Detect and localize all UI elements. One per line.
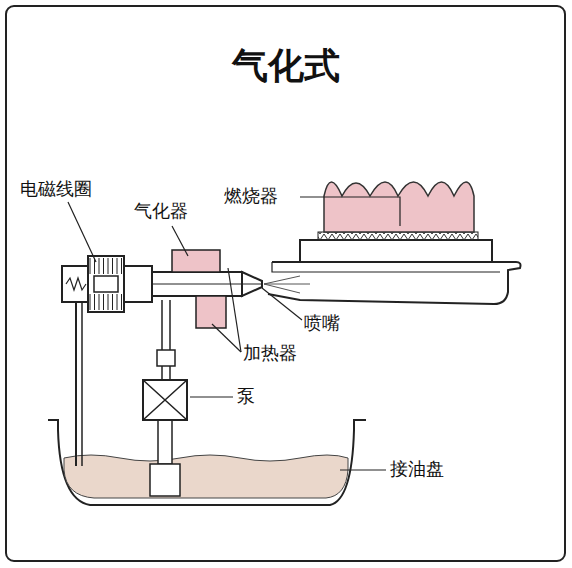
burner-head [300, 240, 492, 262]
oil [64, 455, 348, 498]
suction-pipe [158, 420, 172, 464]
flame [324, 182, 474, 232]
pump-cross [143, 380, 187, 420]
strainer [150, 464, 180, 496]
fitting [157, 350, 175, 366]
part-label: 电磁线圈 [20, 178, 92, 200]
return-pipe [81, 302, 83, 466]
spray [264, 276, 310, 293]
plunger [94, 276, 118, 292]
heater [172, 250, 220, 272]
solenoid-coil [88, 256, 124, 312]
leader-lines [68, 197, 400, 470]
heater [196, 296, 226, 328]
part-label: 气化器 [134, 200, 188, 222]
title: 气化式 [0, 44, 572, 87]
part-label: 燃烧器 [224, 185, 278, 207]
pump [143, 380, 187, 420]
spring [66, 278, 86, 290]
part-label: 泵 [237, 385, 255, 407]
frame [6, 6, 565, 561]
part-label: 喷嘴 [304, 312, 340, 334]
return-pipe [75, 302, 77, 466]
part-label: 接油盘 [390, 458, 444, 480]
burner-tube [268, 262, 521, 304]
oil-tray [48, 420, 366, 505]
burner-mesh [318, 232, 478, 240]
part-label: 加热器 [243, 342, 297, 364]
